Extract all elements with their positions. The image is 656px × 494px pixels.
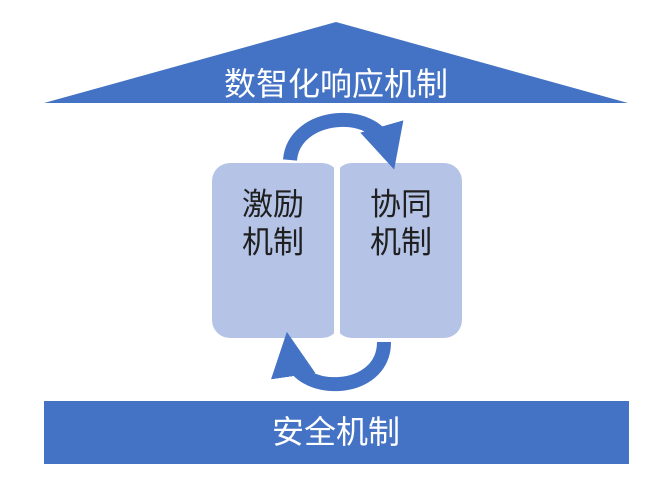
bottom-label: 安全机制 bbox=[271, 413, 400, 451]
bottom-cycle-arrow bbox=[271, 331, 391, 391]
right-box-line1: 协同 bbox=[370, 187, 432, 223]
right-box-line2: 机制 bbox=[370, 225, 432, 261]
base-bar bbox=[44, 401, 629, 464]
right-box bbox=[334, 163, 462, 338]
right-box-text: 协同 机制 bbox=[340, 186, 462, 262]
box-divider bbox=[334, 163, 340, 338]
left-box-text: 激励 机制 bbox=[212, 186, 334, 262]
top-cycle-arrow bbox=[283, 112, 404, 170]
top-label: 数智化响应机制 bbox=[223, 65, 448, 103]
roof-triangle bbox=[44, 22, 628, 103]
left-box-line2: 机制 bbox=[242, 225, 304, 261]
left-box-line1: 激励 bbox=[242, 187, 304, 223]
left-box bbox=[212, 163, 340, 338]
